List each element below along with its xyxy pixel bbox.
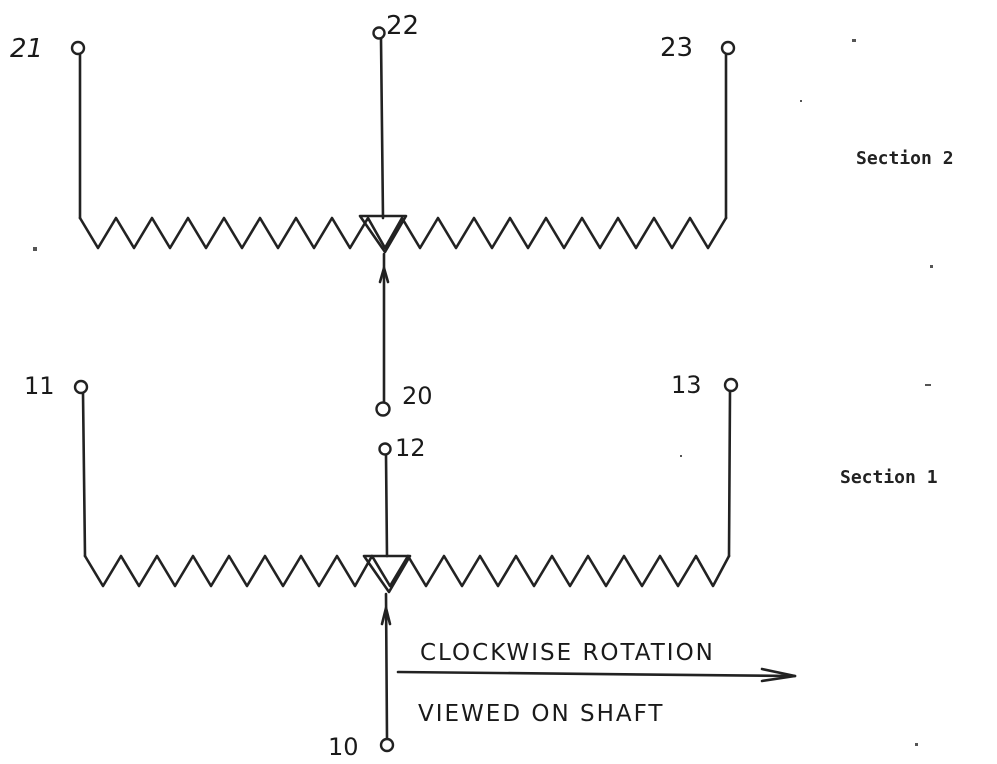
terminal-13 xyxy=(723,377,739,393)
lead-12 xyxy=(384,453,389,558)
label-terminal-12: 12 xyxy=(395,434,426,462)
label-terminal-11: 11 xyxy=(24,372,55,400)
label-terminal-21: 21 xyxy=(10,34,43,64)
annotation-line-1: CLOCKWISE ROTATION xyxy=(420,640,715,666)
section-1 xyxy=(73,377,739,753)
lead-13 xyxy=(727,389,732,558)
section-2 xyxy=(70,26,736,417)
label-section-2: Section 2 xyxy=(856,148,954,169)
label-terminal-13: 13 xyxy=(671,371,702,399)
label-terminal-22: 22 xyxy=(386,11,419,41)
label-terminal-10: 10 xyxy=(328,733,359,761)
resistor-2 xyxy=(78,216,728,250)
terminal-22 xyxy=(372,26,386,40)
terminal-21 xyxy=(70,40,86,56)
terminal-11 xyxy=(73,379,89,395)
shaft-arrow-1 xyxy=(380,606,392,626)
wiper-triangle-1 xyxy=(362,554,412,594)
label-terminal-23: 23 xyxy=(660,33,693,63)
shaft-arrow-2 xyxy=(378,266,390,284)
lead-11 xyxy=(81,391,87,558)
terminal-12 xyxy=(378,442,392,456)
label-terminal-20: 20 xyxy=(402,382,433,410)
scan-specks xyxy=(33,39,933,746)
rotation-arrow-line xyxy=(396,670,797,678)
annotation-line-2: VIEWED ON SHAFT xyxy=(418,701,664,727)
terminal-23 xyxy=(720,40,736,56)
terminal-20 xyxy=(375,401,391,417)
shaft-1 xyxy=(384,592,389,740)
label-section-1: Section 1 xyxy=(840,467,938,488)
rotation-arrow-head xyxy=(760,667,797,683)
wiper-triangle-2 xyxy=(358,214,408,254)
lead-22 xyxy=(379,37,385,220)
terminal-10 xyxy=(379,737,395,753)
